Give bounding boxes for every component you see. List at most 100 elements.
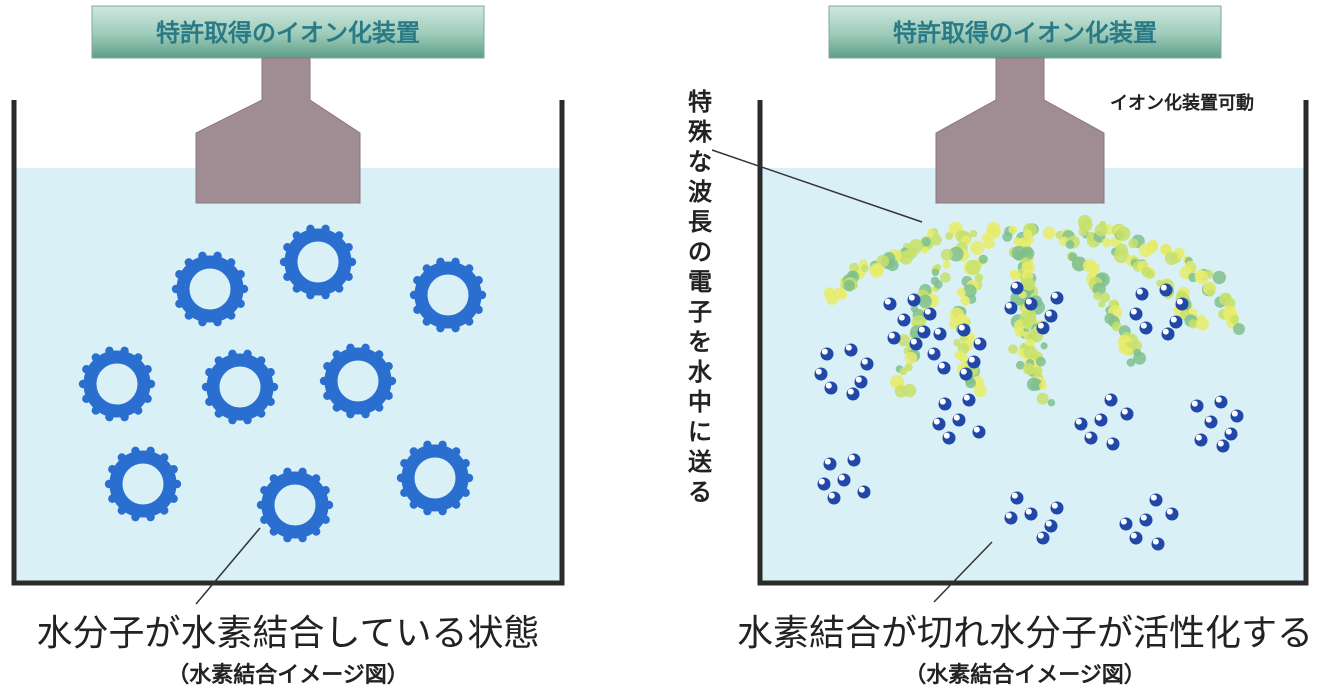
- water-ion: [917, 325, 931, 339]
- electron-stream: [889, 229, 978, 398]
- left-nozzle: [195, 57, 361, 204]
- water-ion: [1084, 431, 1098, 445]
- left-caption: 水分子が水素結合している状態: [37, 613, 540, 654]
- left-device-label: 特許取得のイオン化装置: [156, 19, 420, 47]
- water-ion: [854, 375, 868, 389]
- water-ion: [937, 361, 951, 375]
- water-ion: [972, 425, 986, 439]
- water-ion: [817, 477, 831, 491]
- side-annotation-char: に: [688, 418, 712, 446]
- ion-group: [814, 281, 1244, 551]
- left-panel: 特許取得のイオン化装置 水分子が水素結合している状態 （水素結合イメージ図）: [11, 5, 565, 688]
- left-molecule-group: [78, 224, 487, 543]
- water-ion: [973, 337, 987, 351]
- water-ion: [1139, 321, 1153, 335]
- water-ion: [907, 293, 921, 307]
- water-ion: [820, 347, 834, 361]
- right-device-label: 特許取得のイオン化装置: [893, 19, 1157, 47]
- right-caption: 水素結合が切れ水分子が活性化する: [737, 613, 1313, 654]
- water-ion: [959, 367, 973, 381]
- water-ion: [887, 331, 901, 345]
- side-annotation-char: を: [688, 328, 712, 356]
- water-ion: [1135, 287, 1149, 301]
- water-ion: [932, 417, 946, 431]
- side-annotation-char: の: [688, 238, 712, 266]
- water-ion: [1024, 507, 1038, 521]
- water-molecule-ring: [409, 257, 487, 333]
- side-annotation-char: 長: [688, 208, 713, 236]
- water-ion: [1149, 493, 1163, 507]
- water-molecule-ring: [256, 467, 334, 543]
- right-leader-line: [933, 541, 993, 603]
- side-annotation-char: 子: [688, 298, 712, 326]
- water-ion: [1169, 315, 1183, 329]
- water-ion: [1129, 307, 1143, 321]
- electron-stream: [1094, 220, 1245, 335]
- water-ion: [1004, 301, 1018, 315]
- left-leader-line: [195, 527, 261, 605]
- right-tank: [757, 100, 1309, 586]
- water-ion: [1224, 427, 1238, 441]
- water-ion: [1230, 409, 1244, 423]
- side-annotation-char: 電: [688, 268, 712, 296]
- water-ion: [1216, 439, 1230, 453]
- water-ion: [1190, 399, 1204, 413]
- left-subcaption: （水素結合イメージ図）: [167, 662, 409, 688]
- device-status-label: イオン化装置可動: [1110, 92, 1254, 114]
- water-ion: [827, 491, 841, 505]
- electron-stream: [948, 221, 1001, 398]
- water-ion: [1139, 513, 1153, 527]
- water-ion: [1104, 393, 1118, 407]
- water-molecule-ring: [104, 446, 182, 522]
- water-ion: [952, 413, 966, 427]
- right-nozzle: [935, 57, 1105, 204]
- side-annotation-char: 波: [688, 178, 713, 206]
- water-ion: [1165, 507, 1179, 521]
- water-ion: [1120, 407, 1134, 421]
- water-ion: [1036, 531, 1050, 545]
- water-ion: [857, 485, 871, 499]
- water-ion: [1194, 433, 1208, 447]
- water-ion: [1044, 519, 1058, 533]
- side-annotation-char: 特: [688, 88, 712, 116]
- water-molecule-ring: [171, 251, 249, 327]
- water-ion: [1119, 517, 1133, 531]
- water-ion: [1044, 309, 1058, 323]
- side-annotation-char: 殊: [688, 118, 713, 146]
- water-ion: [967, 355, 981, 369]
- side-annotation-char: 水: [688, 358, 713, 386]
- left-water: [14, 168, 562, 583]
- water-molecule-ring: [78, 346, 156, 422]
- annotation-pointer-line: [711, 149, 923, 223]
- water-ion: [1204, 415, 1218, 429]
- water-ion: [844, 343, 858, 357]
- water-ion: [1106, 437, 1120, 451]
- electron-stream: [1042, 226, 1147, 367]
- water-ion: [962, 393, 976, 407]
- water-ion: [909, 337, 923, 351]
- water-molecule-ring: [396, 440, 474, 516]
- water-ion: [837, 473, 851, 487]
- water-ion: [923, 307, 937, 321]
- water-ion: [942, 431, 956, 445]
- right-device-label-box: [828, 5, 1222, 59]
- water-ion: [860, 357, 874, 371]
- side-annotation-char: る: [688, 478, 712, 506]
- water-ion: [1050, 501, 1064, 515]
- water-ion: [938, 397, 952, 411]
- water-ion: [1050, 291, 1064, 305]
- water-ion: [933, 327, 947, 341]
- water-ion: [897, 313, 911, 327]
- right-subcaption: （水素結合イメージ図）: [904, 662, 1146, 688]
- water-ion: [1094, 413, 1108, 427]
- water-ion: [883, 297, 897, 311]
- side-annotation-char: 送: [688, 448, 713, 476]
- water-molecule-ring: [319, 343, 397, 419]
- water-ion: [814, 367, 828, 381]
- water-ion: [1010, 491, 1024, 505]
- water-ion: [1161, 327, 1175, 341]
- water-ion: [824, 381, 838, 395]
- water-ion: [823, 457, 837, 471]
